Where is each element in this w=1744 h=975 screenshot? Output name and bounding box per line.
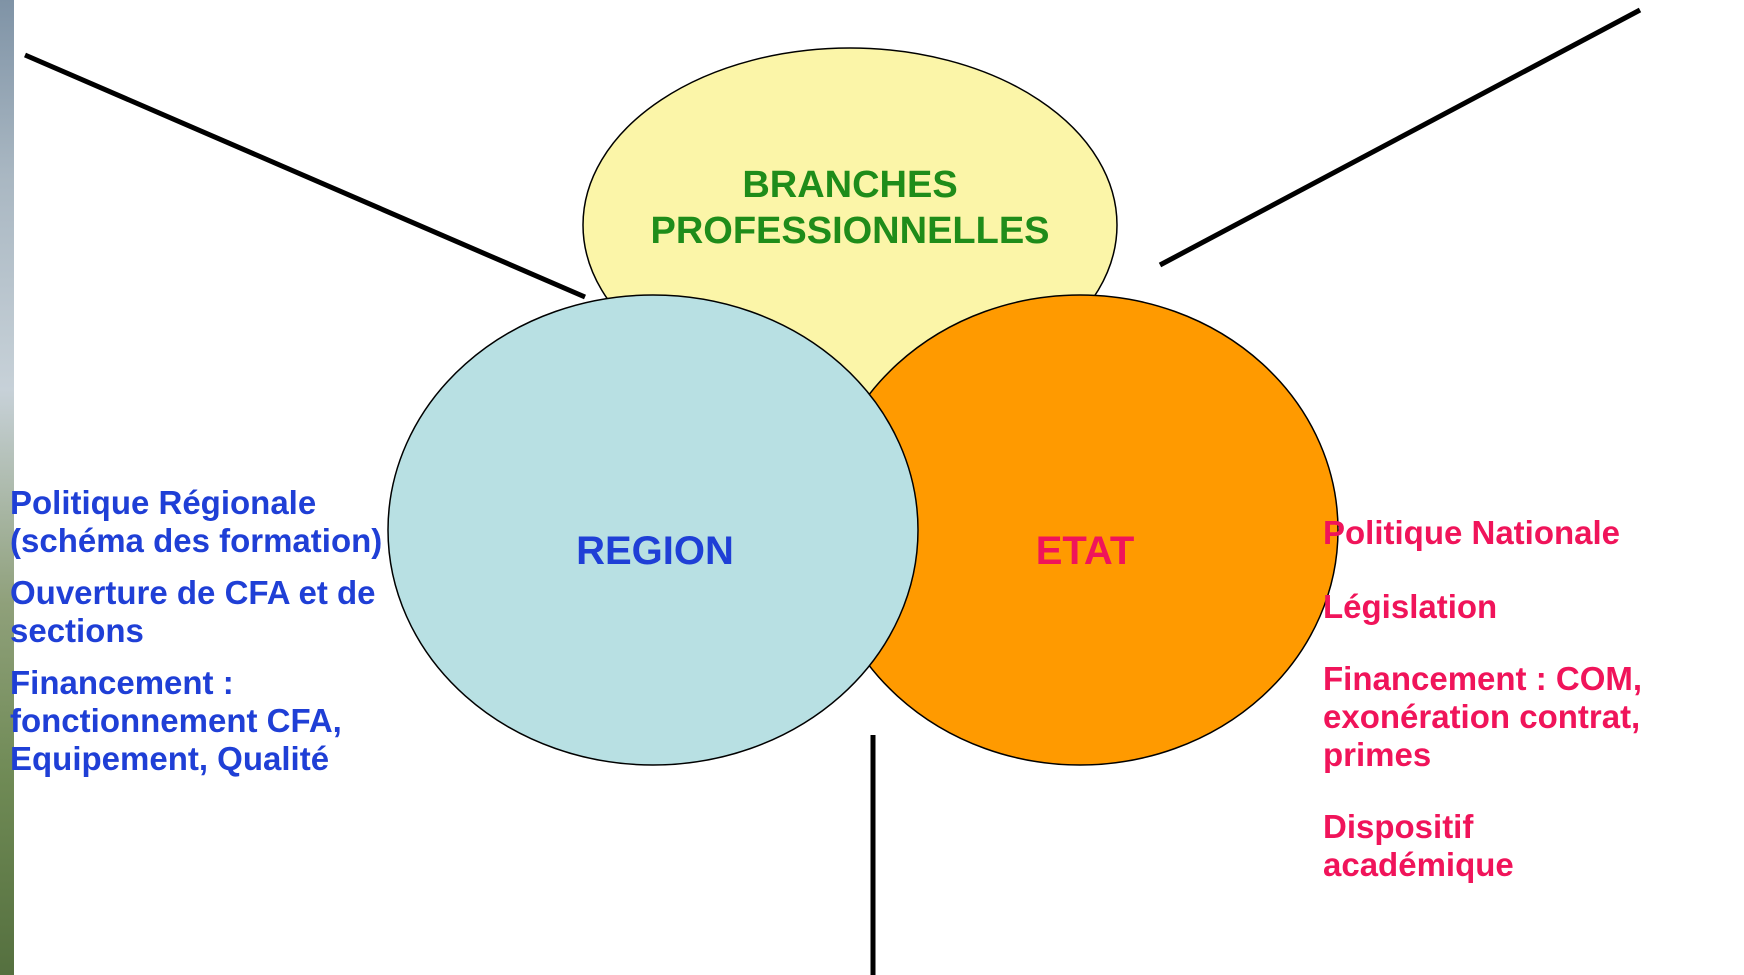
connector-line-left: [24, 52, 586, 300]
left-edge-decoration: [0, 0, 14, 975]
etat-note-dispositif: Dispositif académique: [1323, 808, 1514, 883]
etat-label: ETAT: [1035, 529, 1135, 573]
region-note-politique: Politique Régionale (schéma des formatio…: [10, 484, 383, 559]
region-ellipse: [387, 294, 919, 766]
region-note-ouverture: Ouverture de CFA et de sections: [10, 574, 376, 649]
etat-notes: Politique Nationale Législation Financem…: [1323, 514, 1743, 898]
etat-note-politique: Politique Nationale: [1323, 514, 1621, 551]
region-note-financement: Financement : fonctionnement CFA, Equipe…: [10, 664, 342, 777]
branches-label: BRANCHES PROFESSIONNELLES: [650, 164, 1050, 252]
region-notes: Politique Régionale (schéma des formatio…: [10, 484, 440, 792]
etat-note-financement: Financement : COM, exonération contrat, …: [1323, 660, 1643, 773]
connector-line-right: [1158, 7, 1642, 268]
region-label: REGION: [576, 529, 734, 573]
etat-note-legislation: Législation: [1323, 588, 1498, 625]
